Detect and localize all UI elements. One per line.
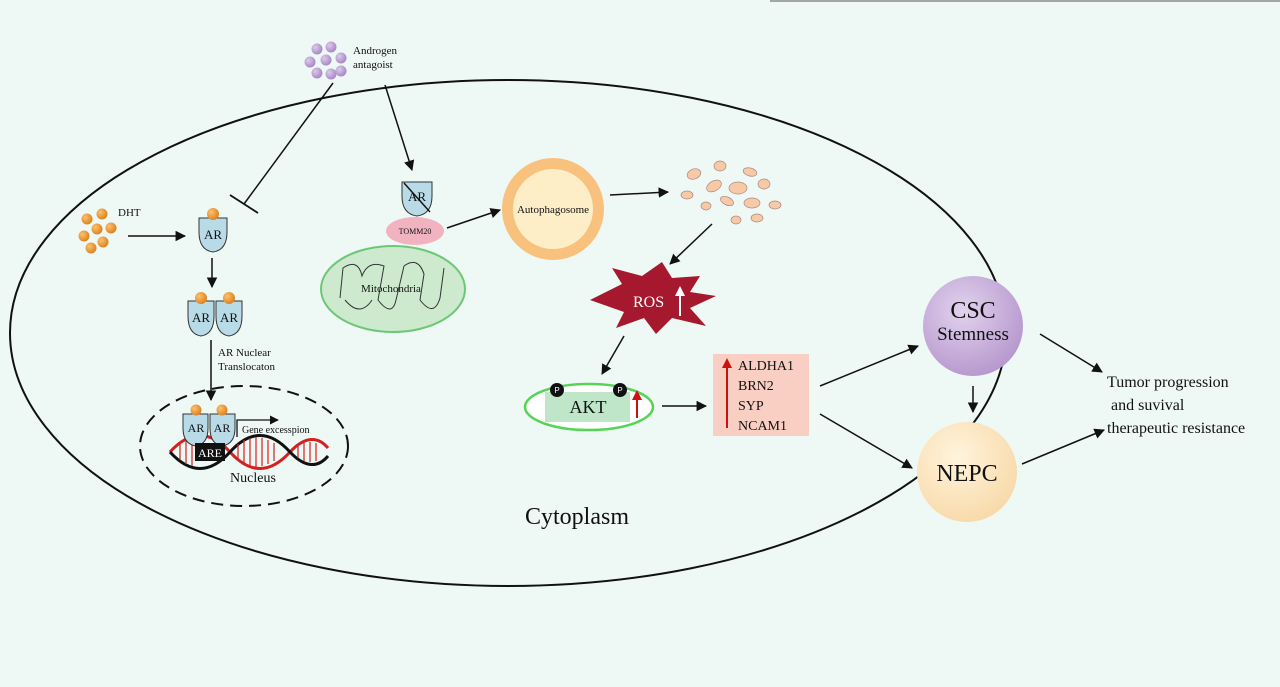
akt-box [545, 392, 630, 422]
arrow-to-nepc [819, 413, 913, 469]
are-box [195, 443, 225, 461]
androgen-receptor: AR [198, 208, 228, 253]
arrow-to-ros [669, 223, 713, 265]
translocation-label-2: Translocaton [218, 361, 276, 373]
nepc-circle [917, 422, 1017, 522]
ros-up-arrowhead [675, 286, 685, 296]
inhibition-line [243, 82, 334, 205]
ar-label: AR [204, 227, 222, 242]
ar-dimer: AR AR [187, 292, 243, 337]
phospho-label-left: P [554, 386, 559, 395]
androgen-antagonist-label-2: antagoist [353, 59, 393, 71]
outcome-label-3: therapeutic resistance [1107, 420, 1245, 437]
ros-splash [590, 262, 716, 334]
ar-dimer-label-left: AR [192, 310, 210, 325]
akt-phospho-left [550, 383, 564, 397]
arrow-csc-to-outcome [1039, 333, 1103, 373]
androgen-antagonist-label-1: Androgen [353, 45, 397, 57]
inhibition-bar [229, 194, 259, 214]
akt-phospho-right [613, 383, 627, 397]
dht-molecules [78, 208, 117, 254]
nucleus-label: Nucleus [230, 471, 276, 486]
cell-membrane [9, 79, 1007, 587]
nuclear-ar-label-right: AR [214, 421, 231, 435]
ros-label: ROS [633, 294, 664, 311]
cytoplasm-label: Cytoplasm [525, 504, 629, 530]
arrow-antagonist-to-ar [384, 84, 415, 172]
outcome-label-1: Tumor progression [1107, 374, 1229, 391]
csc-label: CSC [950, 298, 995, 324]
autophagosome-core [513, 169, 593, 249]
akt-label: AKT [570, 397, 607, 417]
dht-label: DHT [118, 207, 141, 219]
nuclear-ar-label-left: AR [188, 421, 205, 435]
csc-stemness-circle [923, 276, 1023, 376]
ar-dimer-on-dna: AR AR [182, 404, 236, 447]
akt-up-arrowhead [632, 390, 642, 400]
androgen-antagonist-molecules [304, 41, 347, 80]
marker-up-arrowhead [722, 358, 732, 368]
translocation-label-1: AR Nuclear [218, 347, 271, 359]
tomm20-label: TOMM20 [399, 227, 432, 236]
ar-cross-mark [403, 182, 431, 213]
gene-expression-arrow [236, 415, 279, 437]
autophagosome-label: Autophagosome [517, 204, 589, 216]
gene-expression-label: Gene excesspion [242, 425, 309, 436]
marker-brn2: BRN2 [738, 379, 774, 394]
nucleus-membrane [139, 385, 349, 507]
are-label: ARE [198, 446, 222, 460]
mitochondria [320, 245, 466, 333]
arrow-to-akt [601, 335, 625, 375]
phospho-label-right: P [617, 386, 622, 395]
mitochondrial-androgen-receptor: AR [401, 181, 433, 217]
marker-syp: SYP [738, 399, 764, 414]
arrow-to-fragments [609, 187, 670, 198]
marker-aldha1: ALDHA1 [738, 359, 794, 374]
arrow-to-csc [819, 344, 919, 387]
arrow-nepc-to-outcome [1021, 428, 1105, 465]
mitochondria-label: Mitochondria [361, 283, 421, 295]
degraded-fragments [680, 160, 782, 225]
arrow-to-autophagosome [446, 208, 501, 229]
tomm20-protein [386, 217, 444, 245]
nepc-label: NEPC [936, 461, 997, 487]
stemness-label: Stemness [937, 324, 1009, 345]
marker-ncam1: NCAM1 [738, 419, 787, 434]
ar-dimer-label-right: AR [220, 310, 238, 325]
outcome-label-2: and suvival [1107, 397, 1185, 414]
